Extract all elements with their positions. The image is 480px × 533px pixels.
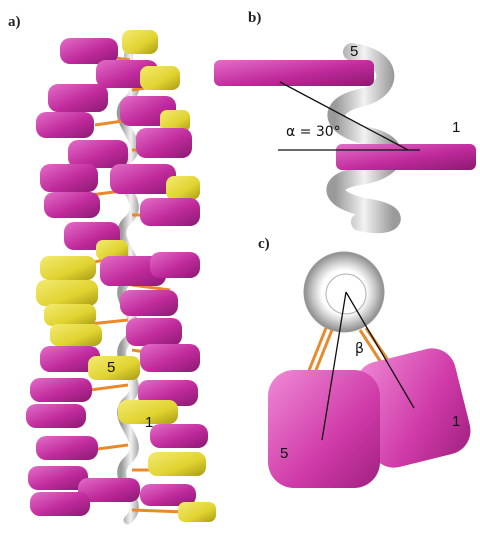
disk-yellow bbox=[140, 66, 180, 90]
disk-magenta bbox=[36, 112, 94, 138]
panel-b: b) α = 30° 5 1 bbox=[214, 10, 476, 224]
panel-b-disk-1 bbox=[336, 144, 476, 170]
disk-yellow bbox=[178, 502, 216, 522]
panel-a-label-5: 5 bbox=[107, 359, 115, 376]
panel-b-label-5: 5 bbox=[350, 43, 358, 60]
panel-c: c) β 5 1 bbox=[258, 236, 476, 488]
disk-yellow bbox=[44, 304, 96, 326]
disk-magenta bbox=[150, 252, 200, 278]
panel-b-label-1: 1 bbox=[452, 119, 460, 136]
disk-magenta bbox=[120, 290, 178, 316]
disk-yellow bbox=[36, 280, 98, 306]
panel-c-label-1: 1 bbox=[452, 413, 460, 430]
disk-magenta bbox=[140, 198, 200, 226]
disk-magenta bbox=[136, 128, 192, 158]
disk-yellow bbox=[166, 176, 200, 200]
disk-magenta bbox=[44, 192, 100, 218]
disk-yellow bbox=[122, 30, 158, 54]
disk-yellow bbox=[148, 452, 206, 476]
panel-b-letter: b) bbox=[248, 10, 261, 26]
panel-a-units bbox=[26, 30, 216, 522]
disk-magenta bbox=[68, 140, 128, 168]
panel-a-letter: a) bbox=[8, 14, 21, 30]
panel-c-angle-label: β bbox=[355, 341, 364, 357]
disk-magenta bbox=[150, 424, 208, 448]
disk-magenta bbox=[126, 318, 182, 346]
disk-magenta bbox=[36, 436, 98, 460]
disk-magenta bbox=[30, 378, 92, 402]
panel-b-angle-label: α = 30° bbox=[286, 124, 341, 140]
disk-magenta bbox=[40, 164, 98, 192]
panel-b-disk-5 bbox=[214, 60, 374, 86]
disk-magenta bbox=[26, 404, 86, 428]
disk-magenta bbox=[48, 84, 108, 112]
panel-c-letter: c) bbox=[258, 236, 270, 252]
panel-a-label-1: 1 bbox=[145, 414, 153, 431]
panel-c-label-5: 5 bbox=[280, 445, 288, 462]
disk-yellow bbox=[40, 256, 96, 280]
disk-yellow bbox=[50, 324, 102, 346]
disk-magenta bbox=[30, 492, 90, 516]
disk-magenta bbox=[140, 344, 200, 372]
panel-a: a) bbox=[8, 14, 216, 522]
